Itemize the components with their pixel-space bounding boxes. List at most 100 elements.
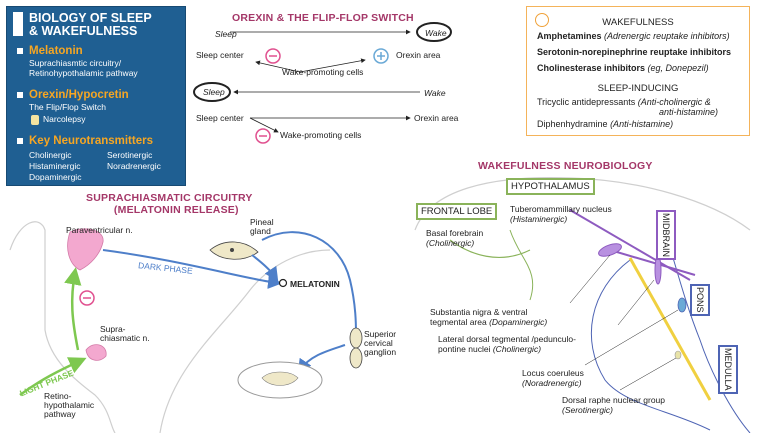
drug-amphetamines: Amphetamines (537, 31, 602, 41)
wake-ellipse-top (416, 22, 452, 42)
flipflop-diagram (193, 22, 452, 144)
raphe-projection (628, 257, 712, 401)
substantia-nigra-nucleus (598, 243, 622, 257)
label-hypothalamus: HYPOTHALAMUS (506, 178, 595, 195)
label-subst-2b: (Dopaminergic) (489, 317, 548, 327)
ff-bottom-sleep-center: Sleep center (196, 113, 244, 123)
ldt-nucleus (654, 255, 662, 285)
label-tubero: Tuberomammillary nucleus(Histaminergic) (510, 204, 612, 224)
brainstem-outline (590, 259, 711, 431)
narcolepsy-label: Narcolepsy (43, 114, 86, 124)
superior-cervical-ganglion (349, 327, 363, 349)
label-pineal-2: gland (250, 226, 271, 236)
drug-diphenhydramine: Diphenhydramine (537, 119, 608, 129)
label-pons: PONS (690, 284, 710, 316)
summary-title: BIOLOGY OF SLEEP & WAKEFULNESS (29, 12, 152, 38)
orexin-heading: Orexin/Hypocretin (29, 89, 129, 101)
summary-panel: BIOLOGY OF SLEEP & WAKEFULNESS Melatonin… (6, 6, 186, 186)
drug-box: WAKEFULNESS Amphetamines (Adrenergic reu… (526, 6, 750, 136)
scn-title-2: (MELATONIN RELEASE) (113, 204, 239, 216)
nt-dopaminergic: Dopaminergic (29, 172, 82, 182)
nt-noradrenergic: Noradrenergic (107, 161, 161, 171)
ff-top-sleep: Sleep (215, 29, 237, 39)
label-frontal-lobe: FRONTAL LOBE (416, 203, 498, 220)
label-lc-2: (Noradrenergic) (522, 378, 582, 388)
label-ldt-2b: (Cholinergic) (492, 344, 542, 354)
flipflop-title: OREXIN & THE FLIP-FLOP SWITCH (232, 12, 414, 24)
drug-amphetamines-note: (Adrenergic reuptake inhibitors) (604, 31, 730, 41)
title-accent (13, 12, 23, 36)
melatonin-section: Melatonin Suprachiasmtic circuitry/ Reti… (17, 45, 138, 78)
drug-tricyclic: Tricyclic antidepressants (537, 97, 636, 107)
neurotransmitter-heading: Key Neurotransmitters (29, 135, 153, 147)
label-locus: Locus coeruleus(Noradrenergic) (522, 368, 584, 388)
label-ldt-1: Lateral dorsal tegmental /pedunculo- (438, 334, 576, 344)
locus-coeruleus-nucleus (677, 297, 687, 313)
label-basal-2: (Cholinergic) (426, 238, 475, 248)
ff-bottom-orexin-area: Orexin area (414, 113, 459, 123)
narcolepsy-icon (31, 114, 39, 125)
ganglion-loop-arrow (261, 231, 357, 336)
label-ldt-2: pontine nuclei (438, 344, 491, 354)
label-midbrain: MIDBRAIN (656, 210, 676, 261)
orexin-section: Orexin/Hypocretin The Flip/Flop Switch N… (17, 89, 129, 125)
wakefulness-heading: WAKEFULNESS (602, 17, 674, 28)
label-melatonin: MELATONIN (290, 279, 340, 289)
label-raphe-2: (Serotinergic) (562, 405, 614, 415)
summary-title-line1: BIOLOGY OF SLEEP (29, 11, 152, 25)
label-retino-2: hypothalamic (44, 400, 95, 410)
inhibit-symbol-bottom (255, 128, 271, 144)
label-medulla: MEDULLA (718, 345, 738, 394)
drug-cholinesterase: Cholinesterase inhibitors (537, 63, 646, 73)
wake-title: WAKEFULNESS NEUROBIOLOGY (478, 160, 653, 172)
label-pineal-1: Pineal (250, 217, 274, 227)
label-basal-1: Basal forebrain (426, 228, 484, 238)
ff-bottom-wake-cells: Wake-promoting cells (280, 130, 362, 140)
scn-title-1: SUPRACHIASMATIC CIRCUITRY (86, 192, 253, 204)
drug-snri: Serotonin-norepinephrine reuptake inhibi… (537, 47, 732, 57)
sleep-inducing-heading: SLEEP-INDUCING (597, 83, 679, 94)
melatonin-desc-1: Suprachiasmtic circuitry/ (29, 58, 122, 68)
nt-cholinergic: Cholinergic (29, 150, 72, 160)
pineal-gland (209, 241, 259, 260)
label-subst-2: tegmental area (430, 317, 487, 327)
ff-top-sleep-center: Sleep center (196, 50, 244, 60)
label-supra-1: Supra- (100, 324, 126, 334)
label-basal: Basal forebrain(Cholinergic) (426, 228, 483, 248)
ff-bottom-sleep: Sleep (203, 87, 225, 97)
label-subst-1: Substantia nigra & ventral (430, 307, 528, 317)
drug-tricyclic-note2: anti-histamine) (659, 107, 719, 117)
inhibit-symbol-top (265, 48, 281, 64)
pill-icon (535, 13, 549, 27)
suprachiasmatic-nucleus (85, 344, 107, 361)
label-raphe-1: Dorsal raphe nuclear group (562, 395, 666, 405)
melatonin-heading: Melatonin (29, 45, 83, 57)
label-paraventricular: Paraventricular n. (66, 225, 133, 235)
label-supra-2: chiasmatic n. (100, 333, 150, 343)
label-lc-1: Locus coeruleus (522, 368, 584, 378)
light-phase-arrow (19, 357, 87, 397)
label-ganglion-1: Superior (364, 329, 397, 339)
label-ganglion-3: ganglion (364, 347, 397, 357)
hypothalamus-outline (509, 229, 534, 301)
orexin-desc: The Flip/Flop Switch (29, 102, 106, 112)
label-retino-3: pathway (44, 409, 76, 419)
scn-diagram (9, 221, 363, 433)
sleep-ellipse-bottom (193, 82, 231, 102)
drug-cholinesterase-note: (eg, Donepezil) (647, 63, 709, 73)
nt-histaminergic: Histaminergic (29, 161, 81, 171)
ff-top-wake-cells: Wake-promoting cells (282, 67, 364, 77)
ff-bottom-wake: Wake (424, 88, 446, 98)
scn-to-pvn-arrow (64, 267, 82, 351)
label-tubero-2: (Histaminergic) (510, 214, 568, 224)
label-ganglion-2: cervical (364, 338, 393, 348)
drug-tricyclic-note: (Anti-cholinergic & (637, 97, 711, 107)
label-ldt: Lateral dorsal tegmental /pedunculo-pont… (438, 334, 576, 354)
paraventricular-nucleus (67, 228, 104, 271)
label-suprachiasmatic: Supra-chiasmatic n. (100, 325, 150, 343)
brain-outline (9, 221, 116, 433)
summary-title-line2: & WAKEFULNESS (29, 24, 138, 38)
label-retino-1: Retino- (44, 391, 72, 401)
